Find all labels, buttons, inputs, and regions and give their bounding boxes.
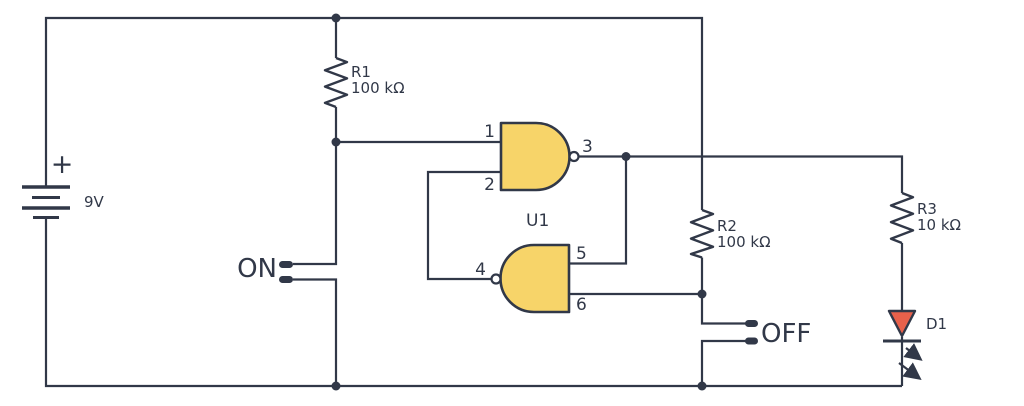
junction-dot-ground-left xyxy=(331,381,341,391)
u1-ref-label: U1 xyxy=(526,211,549,231)
nand-gate-2: 4 5 6 xyxy=(475,243,587,315)
resistor-r2-value-label: 100 kΩ xyxy=(717,233,771,251)
wire-battery-top-rail xyxy=(44,16,704,210)
nand-gate-2-output-bubble xyxy=(490,273,502,285)
nand-gate-1-output-bubble xyxy=(568,150,580,163)
resistor-r1-zigzag xyxy=(323,56,349,109)
wires xyxy=(44,16,904,388)
resistor-r2: R2 100 kΩ xyxy=(689,208,771,259)
junction-dot-ground-right xyxy=(697,381,707,391)
on-terminal-top xyxy=(279,261,293,268)
off-label: OFF xyxy=(761,319,811,349)
junction-dot-r2-pin6 xyxy=(697,289,707,299)
resistor-r1: R1 100 kΩ xyxy=(323,56,405,109)
battery: + 9V xyxy=(22,149,105,219)
wire-battery-bottom-rail xyxy=(44,217,902,388)
led-light-arrow-1 xyxy=(903,343,923,361)
junction-dots xyxy=(331,13,707,391)
nand-gate-2-body xyxy=(499,243,571,314)
wire-r1-to-on-switch xyxy=(293,107,338,266)
pin-2-label: 2 xyxy=(484,175,495,195)
battery-voltage-label: 9V xyxy=(84,193,105,211)
led-triangle xyxy=(887,309,917,338)
resistor-r3-ref-label: R3 xyxy=(917,200,937,218)
pin-4-label: 4 xyxy=(475,260,486,280)
junction-dot-r1-pin1 xyxy=(331,137,341,147)
wire-pin3-to-pin5-feedback xyxy=(569,156,628,265)
led-ref-label: D1 xyxy=(926,315,947,333)
off-terminal-bottom xyxy=(745,337,758,345)
off-pushbutton: OFF xyxy=(745,319,811,349)
resistor-r2-zigzag xyxy=(689,208,715,259)
on-pushbutton: ON xyxy=(237,254,293,284)
nand-gate-1-body xyxy=(499,121,571,192)
pin-5-label: 5 xyxy=(576,244,587,264)
wire-on-switch-to-ground xyxy=(293,278,338,386)
led-d1: D1 xyxy=(883,309,947,380)
pin-3-label: 3 xyxy=(582,137,593,157)
battery-plus-sign: + xyxy=(51,149,74,180)
off-terminal-top xyxy=(745,320,758,327)
nand-gate-1: 1 2 3 U1 xyxy=(484,121,593,231)
resistor-r3: R3 10 kΩ xyxy=(889,191,961,245)
wire-off-switch-to-ground xyxy=(700,339,746,386)
wire-pin4-to-pin2-feedback xyxy=(426,170,501,281)
wire-pin3-output-to-r3 xyxy=(578,155,904,193)
junction-dot-pin3-output xyxy=(621,152,631,161)
resistor-r1-ref-label: R1 xyxy=(351,63,371,81)
resistor-r2-ref-label: R2 xyxy=(717,217,737,235)
on-terminal-bottom xyxy=(279,276,293,283)
on-label: ON xyxy=(237,254,277,284)
resistor-r1-value-label: 100 kΩ xyxy=(351,79,405,97)
junction-dot-top-rail xyxy=(331,13,341,23)
pin-1-label: 1 xyxy=(484,122,495,142)
resistor-r3-value-label: 10 kΩ xyxy=(917,216,961,234)
resistor-r3-zigzag xyxy=(889,191,915,245)
led-light-arrow-2 xyxy=(898,362,922,380)
pin-6-label: 6 xyxy=(576,295,587,315)
wire-r2-to-off-switch xyxy=(700,257,746,325)
